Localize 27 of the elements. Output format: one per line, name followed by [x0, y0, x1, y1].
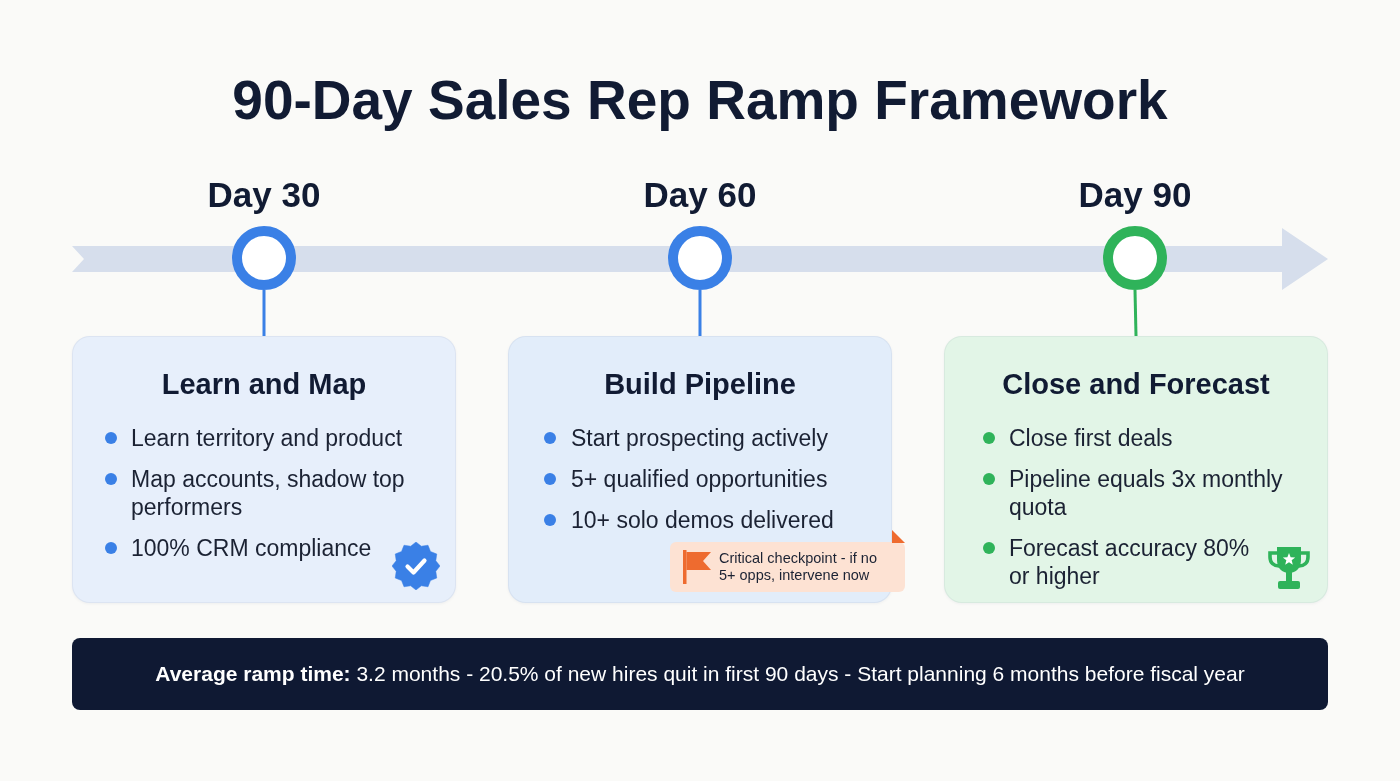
milestone-label: Day 60	[643, 175, 757, 215]
bullet-text: Close first deals	[1009, 424, 1173, 452]
card-heading: Close and Forecast	[1002, 367, 1270, 402]
card-heading: Build Pipeline	[604, 367, 796, 402]
title: 90-Day Sales Rep Ramp Framework	[232, 68, 1168, 132]
summary-text: Average ramp time: 3.2 months - 20.5% of new hires quit in first 90 days - Start planning 6 months before fiscal year	[155, 661, 1245, 687]
bullet-text: Start prospecting actively	[571, 424, 828, 452]
bullet-text: Learn territory and product	[131, 424, 403, 452]
summary-bar	[72, 638, 1328, 710]
card-heading: Learn and Map	[161, 367, 367, 402]
callout-text: Critical checkpoint - if no 5+ opps, intervene now	[719, 550, 878, 584]
milestone-circle	[668, 226, 732, 290]
connector-line	[698, 290, 702, 336]
connector-line	[262, 290, 266, 336]
bullet-text: Forecast accuracy 80% or higher	[1009, 534, 1251, 590]
bullet-text: Map accounts, shadow top performers	[131, 465, 406, 521]
connector-line	[1133, 289, 1138, 337]
milestone-label: Day 90	[1078, 175, 1192, 215]
bullet-text: Pipeline equals 3x monthly quota	[1009, 465, 1284, 521]
bullet-text: 10+ solo demos delivered	[571, 506, 834, 534]
phase-card	[72, 336, 456, 603]
milestone-circle	[232, 226, 296, 290]
bullet-text: 100% CRM compliance	[131, 534, 372, 562]
milestone-label: Day 30	[207, 175, 321, 215]
milestone-circle	[1103, 226, 1167, 290]
bullet-text: 5+ qualified opportunities	[571, 465, 828, 493]
phase-card	[944, 336, 1328, 603]
